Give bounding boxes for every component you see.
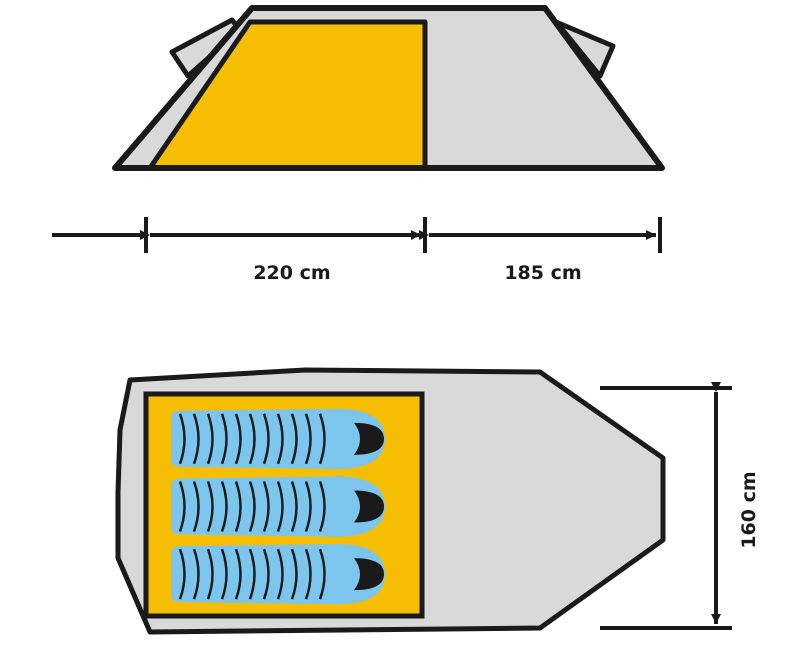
sleeping-bag-rib xyxy=(178,413,186,465)
sleeping-bag-rib xyxy=(290,481,298,532)
sleeping-bag-rib xyxy=(234,481,242,532)
sleeping-bag-rib xyxy=(192,548,200,600)
sleeping-bag-rib xyxy=(192,481,200,532)
sleeping-bag-rib xyxy=(290,413,298,465)
sleeping-bag-body xyxy=(171,408,386,469)
sleeping-bag-rib xyxy=(262,481,270,532)
sleeping-bag-rib xyxy=(220,481,228,532)
sleeping-bag-rib xyxy=(192,413,200,465)
inner-length-label: 220 cm xyxy=(253,262,330,284)
tent-side-view xyxy=(112,5,665,171)
length-dimensions: 220 cm 185 cm xyxy=(52,217,662,284)
sleeping-bag-rib xyxy=(276,481,284,532)
vestibule-length-label: 185 cm xyxy=(504,262,581,284)
sleeping-bags xyxy=(171,408,386,605)
sleeping-bag-rib xyxy=(248,413,256,465)
sleeping-bag-rib xyxy=(304,413,312,465)
sleeping-bag-rib xyxy=(318,548,326,600)
sleeping-bag xyxy=(171,408,386,469)
sleeping-bag-rib xyxy=(178,481,186,532)
sleeping-bag-hood xyxy=(354,422,384,455)
sleeping-bag-rib xyxy=(234,548,242,600)
tent-top-view xyxy=(115,367,666,635)
sleeping-bag-rib xyxy=(206,548,214,600)
sleeping-bag xyxy=(171,476,386,537)
sleeping-bag-body xyxy=(171,544,386,605)
sleeping-bag-rib xyxy=(234,413,242,465)
sleeping-bag-body xyxy=(171,476,386,537)
sleeping-bag xyxy=(171,544,386,605)
width-dimension: 160 cm xyxy=(600,382,760,630)
sleeping-bag-rib xyxy=(248,548,256,600)
sleeping-bag-rib xyxy=(276,413,284,465)
sleeping-bag-rib xyxy=(262,548,270,600)
sleeping-bag-rib xyxy=(248,481,256,532)
sleeping-bag-rib xyxy=(262,413,270,465)
sleeping-bag-rib xyxy=(318,481,326,532)
sleeping-bag-rib xyxy=(304,481,312,532)
sleeping-bag-rib xyxy=(276,548,284,600)
sleeping-bag-rib xyxy=(206,481,214,532)
sleeping-bag-hood xyxy=(354,558,384,591)
sleeping-bag-rib xyxy=(178,548,186,600)
sleeping-bag-rib xyxy=(220,548,228,600)
sleeping-bag-hood xyxy=(354,490,384,523)
sleeping-bag-rib xyxy=(206,413,214,465)
sleeping-bag-rib xyxy=(290,548,298,600)
sleeping-bag-rib xyxy=(318,413,326,465)
width-label: 160 cm xyxy=(738,471,760,548)
sleeping-bag-rib xyxy=(304,548,312,600)
sleeping-bag-rib xyxy=(220,413,228,465)
